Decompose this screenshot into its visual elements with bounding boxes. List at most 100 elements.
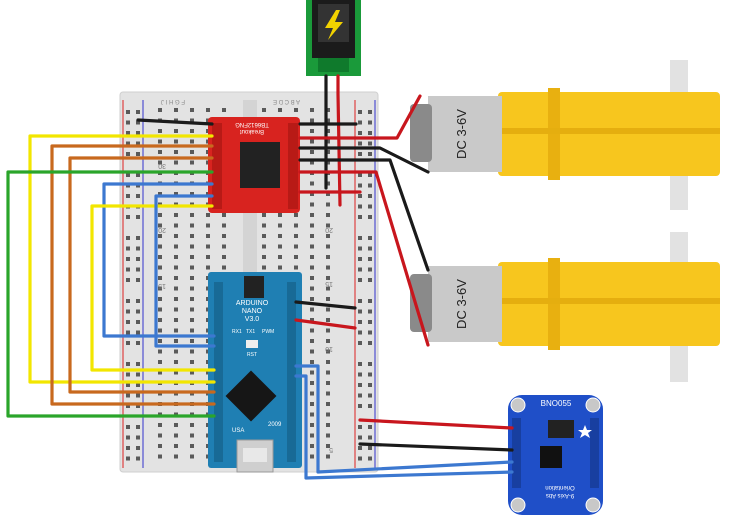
wire-green [6, 170, 216, 418]
power-rail-hole [358, 362, 362, 366]
breadboard-hole [326, 318, 330, 322]
breadboard-hole [158, 255, 162, 259]
breadboard-hole [326, 244, 330, 249]
breadboard-hole [158, 276, 162, 280]
breadboard-hole [278, 223, 282, 228]
driver-right-pins [288, 123, 298, 209]
wire-black [136, 118, 214, 126]
breadboard-hole [158, 297, 162, 301]
breadboard-hole [190, 139, 194, 144]
breadboard-hole [326, 328, 330, 333]
breadboard-hole [310, 349, 314, 354]
breadboard-hole [174, 349, 178, 354]
breadboard-hole [310, 244, 314, 249]
breadboard-hole [326, 181, 330, 186]
power-rail-hole [368, 393, 372, 398]
breadboard-hole [326, 444, 330, 448]
power-rail-hole [358, 404, 362, 408]
breadboard-hole [310, 328, 314, 333]
breadboard-hole [206, 223, 210, 228]
breadboard-hole [190, 318, 194, 322]
power-rail-hole [126, 257, 130, 261]
breadboard-hole [222, 265, 226, 270]
breadboard-hole [190, 433, 194, 438]
breadboard-hole [326, 160, 330, 165]
power-rail-hole [126, 236, 130, 240]
power-rail-hole [136, 330, 140, 335]
breadboard-hole [278, 265, 282, 270]
wire-blue [294, 374, 514, 480]
breadboard-hole [158, 192, 162, 196]
arduino-pin-label: TX1 [246, 329, 255, 335]
sensor-line2: 9-Axis Abs [546, 492, 574, 498]
breadboard-hole [190, 129, 194, 133]
breadboard-hole [174, 276, 178, 280]
breadboard-hole [158, 223, 162, 228]
breadboard-hole [326, 339, 330, 343]
breadboard-hole [326, 213, 330, 217]
power-rail-hole [368, 152, 372, 156]
power-rail-hole [136, 110, 140, 114]
power-rail-hole [358, 299, 362, 303]
breadboard-hole [310, 265, 314, 270]
breadboard-hole [294, 213, 298, 217]
power-rail-hole [368, 236, 372, 240]
power-rail-hole [368, 383, 372, 387]
breadboard-hole [294, 244, 298, 249]
star-icon [578, 425, 592, 438]
power-rail-hole [126, 362, 130, 366]
breadboard-hole [222, 223, 226, 228]
power-rail-hole [136, 383, 140, 387]
breadboard-hole [222, 213, 226, 217]
breadboard-hole [174, 108, 178, 112]
power-rail-hole [368, 446, 372, 450]
wire-black [298, 158, 430, 272]
breadboard-hole [278, 234, 282, 238]
breadboard-hole [294, 108, 298, 112]
driver-left-pins [212, 123, 222, 209]
row-number: 10 [325, 345, 333, 352]
breadboard-hole [310, 402, 314, 406]
breadboard-hole [310, 139, 314, 144]
breadboard-hole [190, 150, 194, 154]
breadboard-hole [310, 213, 314, 217]
breadboard-hole [278, 255, 282, 259]
breadboard-hole [190, 339, 194, 343]
breadboard-hole [174, 213, 178, 217]
power-rail-hole [358, 456, 362, 461]
breadboard-hole [326, 139, 330, 144]
power-rail-hole [136, 194, 140, 198]
breadboard-hole [326, 118, 330, 123]
breadboard-hole [190, 223, 194, 228]
arduino-name-line1: ARDUINO [236, 300, 269, 307]
breadboard-hole [174, 318, 178, 322]
breadboard-hole [326, 391, 330, 396]
breadboard-hole [190, 118, 194, 123]
power-rail-hole [136, 173, 140, 177]
breadboard-hole [326, 192, 330, 196]
arduino-nano: ARDUINO NANO V3.0 RX1 TX1 PWM RST USA 20… [208, 272, 302, 473]
power-rail-hole [358, 120, 362, 125]
motor-1: DC 3-6V [410, 60, 720, 210]
power-rail-hole [368, 194, 372, 198]
breadboard-header-right: A B C D E [273, 98, 300, 104]
breadboard-hole [174, 444, 178, 448]
breadboard-hole [158, 370, 162, 375]
motor-driver-board: TB6612FNG Breakout [208, 117, 300, 213]
wire-red [298, 94, 422, 140]
power-rail-hole [358, 330, 362, 335]
breadboard-hole [158, 108, 162, 112]
breadboard-hole [326, 223, 330, 228]
power-rail-hole [126, 299, 130, 303]
power-rail-hole [368, 425, 372, 429]
wire-yellow [90, 204, 216, 372]
lightning-icon [325, 10, 343, 40]
breadboard-hole [158, 349, 162, 354]
breadboard-hole [190, 244, 194, 249]
power-rail-hole [136, 141, 140, 146]
power-rail-hole [126, 194, 130, 198]
motor-2: DC 3-6V [410, 232, 720, 382]
power-rail-hole [368, 173, 372, 177]
breadboard-hole [190, 234, 194, 238]
breadboard-hole [326, 129, 330, 133]
